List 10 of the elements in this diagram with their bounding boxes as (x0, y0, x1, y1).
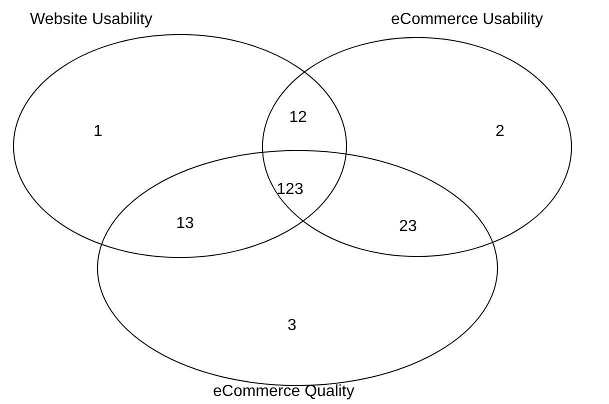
region-number: 23 (399, 218, 417, 236)
region-number: 13 (176, 215, 194, 233)
region-number: 1 (94, 123, 102, 141)
region-number: 123 (276, 181, 304, 199)
set-title: eCommerce Quality (213, 383, 354, 401)
set-title: Website Usability (30, 11, 152, 29)
region-number: 3 (288, 317, 296, 335)
set-title: eCommerce Usability (391, 11, 544, 29)
region-number: 2 (496, 123, 504, 141)
region-number: 12 (289, 109, 307, 127)
